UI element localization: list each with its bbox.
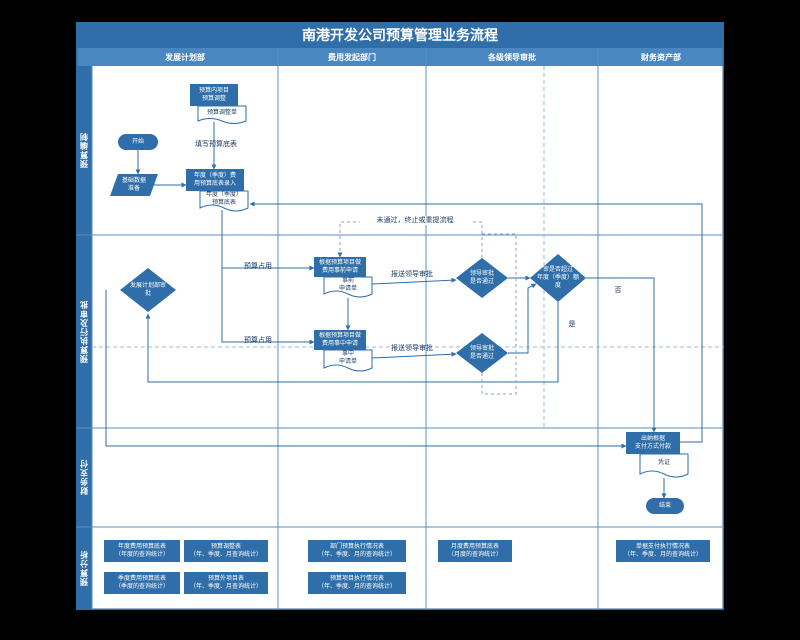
leader2-diamond [456,333,508,373]
analysis-label-6: 预算项目执行情况表 （年、季度、月的查询统计） [317,575,396,590]
phase-label-budgeting: 预算编制 [79,132,89,169]
pay-box [626,432,680,454]
edge-submit2 [371,351,457,359]
edge-not-passed2 [481,233,517,395]
analysis-label-1: 年度费用预算底表 （年度的查询统计） [114,543,169,558]
analysis-box [438,540,512,562]
analysis-label-2: 预算调整表 （年、季度、月查询统计） [189,543,262,558]
not-passed-label: 未通过，终止或重提流程 [360,216,470,225]
analysis-label-4: 预算外项目表 （年、季度、月查询统计） [189,575,262,590]
edge-no-pay [586,277,657,433]
fill-note-label: 填写预算底表 [195,140,237,148]
page-title: 南港开发公司预算管理业务流程 [302,28,498,44]
adjust-sheet-label: 预算调整单 [206,109,237,116]
pre-app-box [314,257,366,277]
flowchart-sheet [76,22,724,610]
mid-app-box [314,330,366,350]
pay-label: 出纳根据 支付方式付款 [634,435,671,450]
outer-frame [76,22,724,610]
base-data-parallelogram [110,174,158,196]
annual-entry-box [186,169,244,191]
lane-header-leaders: 各级领导审批 [488,52,536,62]
analysis-box [184,540,268,562]
pre-doc [323,276,373,298]
pre-doc-label: 事前 申请单 [338,277,357,292]
base-data-label: 基础数据 准备 [121,177,146,192]
analysis-box [184,572,268,594]
analysis-box [104,572,180,594]
edge-not-passed [337,221,483,258]
edge-occupy1 [221,210,315,271]
analysis-label-8: 单据支付执行情况表 （年、季度、月的查询统计） [623,543,702,558]
mid-doc-label: 事中 申请单 [338,350,357,365]
edge-yes-review [145,302,559,383]
phase-label-payment: 财务支付 [79,459,89,496]
voucher-doc [639,453,689,478]
phase-label-execution: 预算执行及审批 [79,300,89,363]
analysis-box [308,572,406,594]
mid-app-label: 根据预算项目做 费用事中申请 [318,332,361,347]
analysis-label-3: 季度费用预算底表 （季度的查询统计） [114,575,169,590]
submit-label-2: 报送领导审批 [391,344,433,352]
phase-label-analysis: 预算分析 [79,550,89,587]
yes-label: 是 [568,320,576,328]
leader1-diamond [456,258,508,298]
adjust-sheet-doc [197,105,247,124]
over-budget-label: 审是否超过 年度（季度）额 度 [536,266,579,289]
annual-table-doc [199,190,249,212]
lane-header-planning: 发展计划部 [165,52,205,62]
mid-doc [323,349,373,372]
plan-review-diamond [120,268,176,312]
edge-review-pay [105,290,627,449]
leader2-label: 领导审批 是否通过 [469,345,494,360]
analysis-box [616,540,710,562]
edge-occupy2 [221,268,315,345]
analysis-box [308,540,406,562]
end-label: 结束 [658,502,671,509]
phase-column [76,66,92,610]
plan-review-label: 发展计划部审 批 [129,282,166,297]
intra-adjust-box [190,84,238,106]
title-bar [76,22,724,48]
no-label: 否 [614,286,622,294]
annual-entry-label: 年度（季度）费 用预算底表录入 [193,172,236,187]
over-budget-diamond [530,254,586,302]
start-label: 开始 [131,138,144,145]
edge-submit1 [371,277,457,285]
leader1-label: 领导审批 是否通过 [469,270,494,285]
analysis-box [104,540,180,562]
submit-label-1: 报送领导审批 [391,270,433,278]
lane-header-finance: 财务资产部 [641,52,681,62]
end-terminator [646,498,684,514]
start-terminator [118,134,158,150]
edge-pay-entry [249,201,703,443]
occupy-label-1: 预算占用 [244,262,272,270]
occupy-label-2: 预算占用 [244,336,272,344]
lane-header-expense: 费用发起部门 [328,52,376,62]
edge-leader2-over [508,283,537,354]
lane-header-bar [76,48,724,66]
voucher-label: 凭证 [657,459,670,466]
analysis-label-7: 月度费用预算底表 （月度的查询统计） [447,543,502,558]
flowchart-canvas [76,22,724,610]
annual-table-label: 年度（季度） 预算底表 [205,191,242,206]
pre-app-label: 根据预算项目做 费用事前申请 [318,259,361,274]
intra-adjust-label: 预算内项目 预算调整 [198,87,229,102]
analysis-label-5: 部门预算执行情况表 （年、季度、月的查询统计） [317,543,396,558]
